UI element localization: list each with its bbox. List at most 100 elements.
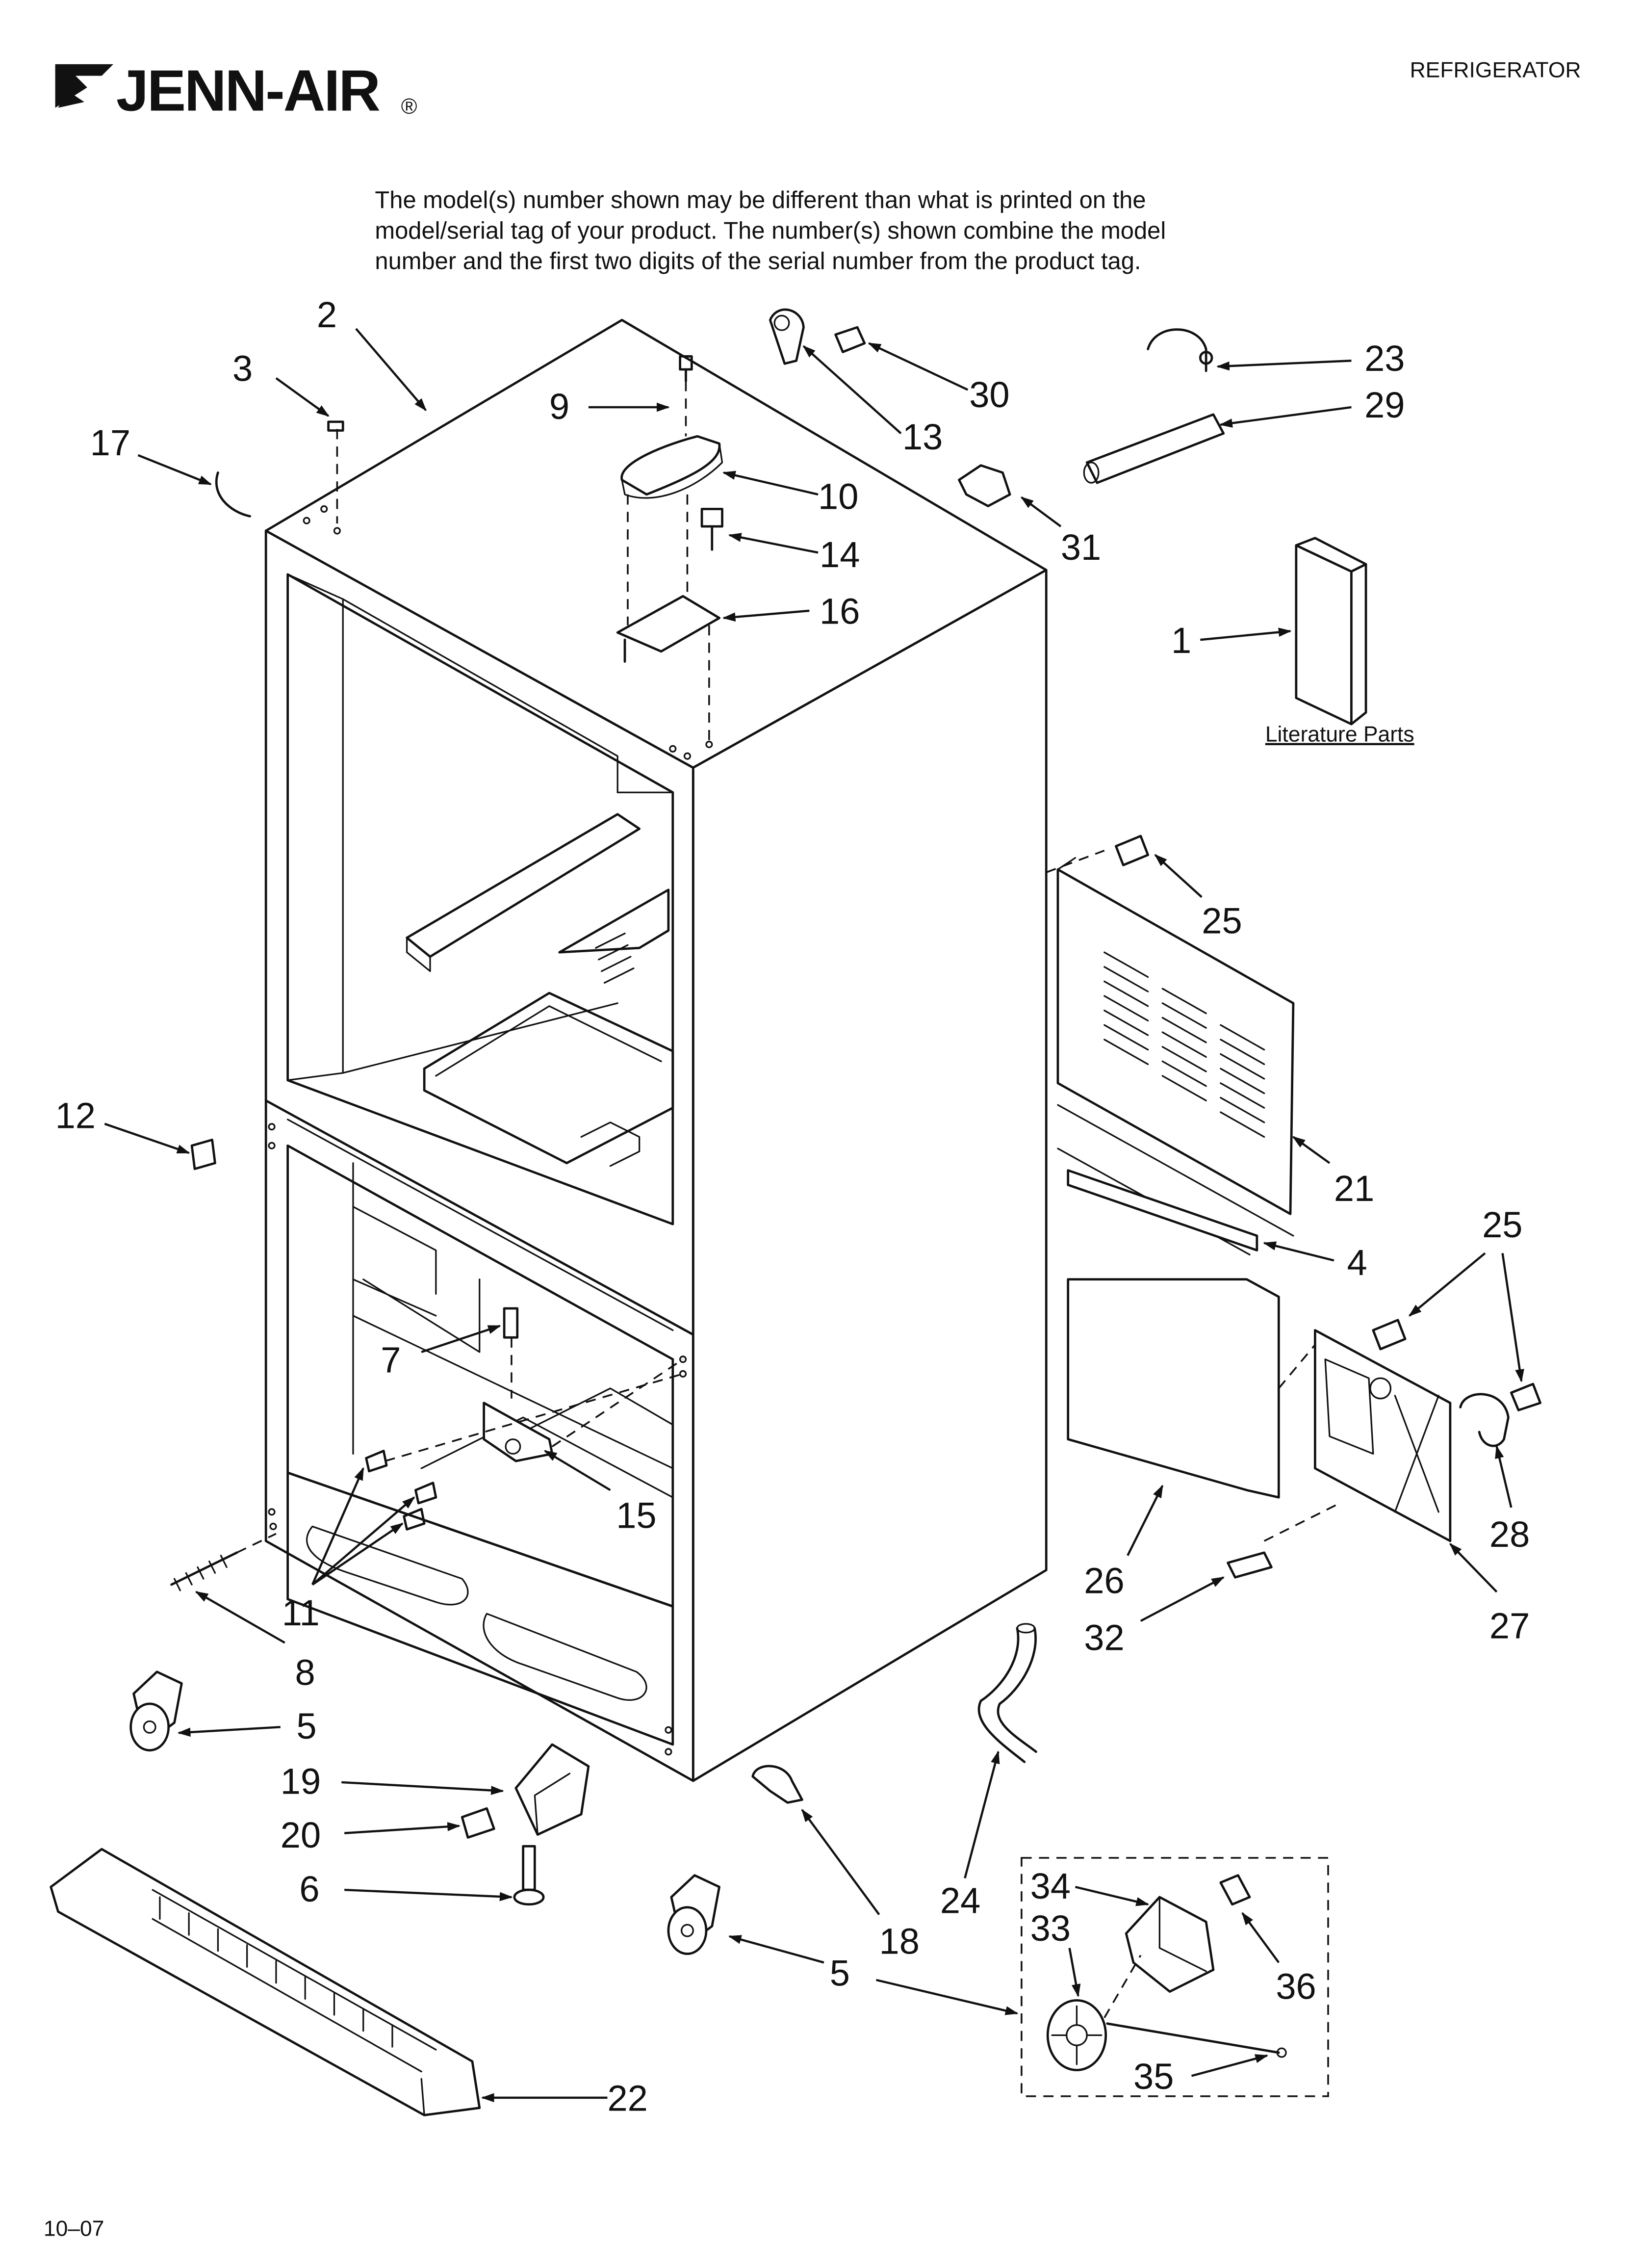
- rear-machine-parts: [1046, 834, 1541, 1579]
- hinge-screw-9: [679, 355, 693, 383]
- literature-book-1: [1295, 544, 1353, 726]
- callout-10: 10: [818, 476, 858, 517]
- cabinet-front-frame: [264, 529, 694, 1782]
- document-category: REFRIGERATOR: [1410, 58, 1581, 82]
- callout-16: 16: [820, 591, 860, 632]
- leveling-screw-8: [170, 1551, 238, 1586]
- clip-31: [958, 464, 1011, 507]
- fresh-food-opening: [286, 573, 674, 1225]
- divider-mullion: [264, 1099, 694, 1336]
- callout-4: 4: [1347, 1242, 1367, 1283]
- machine-compartment-panel-27: [1313, 1329, 1452, 1542]
- front-lower-parts: [50, 1138, 1037, 2116]
- screw-30: [834, 326, 866, 353]
- toe-grille-22: [50, 1848, 481, 2116]
- callout-8: 8: [295, 1652, 315, 1693]
- literature-parts: Literature Parts: [1265, 537, 1414, 747]
- hinge-bracket-19: [514, 1743, 590, 1836]
- callout-29: 29: [1364, 385, 1405, 425]
- grille-vents: [1103, 951, 1265, 1138]
- callout-27: 27: [1489, 1606, 1530, 1646]
- water-tube-23: [1147, 328, 1207, 372]
- freezer-hinge-15: [483, 1402, 554, 1462]
- rear-access-panel-21: [1056, 868, 1295, 1215]
- callout-18: 18: [879, 1921, 920, 1962]
- callout-13: 13: [902, 417, 943, 457]
- roller-frame-34: [1125, 1896, 1215, 1993]
- leveling-leg-6: [522, 1845, 536, 1891]
- literature-parts-label: Literature Parts: [1265, 723, 1414, 747]
- note-line-3: number and the first two digits of the s…: [375, 248, 1141, 275]
- screw-25-upper: [1115, 834, 1150, 866]
- clamp-18: [751, 1765, 803, 1804]
- rear-seal-4: [1067, 1169, 1258, 1251]
- model-number-note: The model(s) number shown may be differe…: [375, 187, 1166, 274]
- seal-strip-17: [215, 471, 251, 518]
- screw-11-c: [403, 1508, 426, 1531]
- tube-29: [1085, 413, 1225, 484]
- callout-5-left: 5: [296, 1706, 316, 1747]
- rear-upper-parts: [769, 308, 1225, 507]
- roller-detail-box: [1021, 1857, 1329, 2097]
- callout-32: 32: [1084, 1617, 1124, 1658]
- callout-9: 9: [549, 386, 569, 427]
- screw-12: [190, 1138, 216, 1170]
- footer-date-code: 10–07: [44, 2216, 104, 2241]
- callout-15: 15: [616, 1495, 656, 1536]
- callout-34: 34: [1030, 1866, 1071, 1906]
- callout-21: 21: [1334, 1168, 1374, 1209]
- screw-25-right: [1510, 1382, 1541, 1411]
- callout-25-upper: 25: [1202, 901, 1242, 941]
- screw-11-b: [414, 1482, 437, 1505]
- evaporator-cover: [558, 888, 670, 954]
- callout-35: 35: [1133, 2056, 1174, 2097]
- roller-5-bottom: [667, 1874, 720, 1955]
- callout-33: 33: [1030, 1908, 1071, 1949]
- callout-25-lower: 25: [1482, 1204, 1522, 1245]
- callout-31: 31: [1061, 527, 1101, 568]
- top-screw-3: [327, 420, 344, 432]
- crisper-well: [423, 991, 674, 1165]
- callout-24: 24: [940, 1880, 980, 1921]
- callout-numbers: 1 2 3 4 5 5 6 7 8 9 10 11 12 13 14 15 16…: [55, 294, 1530, 2118]
- roller-clip-36: [1219, 1874, 1251, 1906]
- callout-17: 17: [90, 422, 130, 463]
- top-hinge-16: [616, 595, 720, 653]
- power-cord-clamp-28: [1459, 1393, 1510, 1447]
- callout-28: 28: [1489, 1514, 1530, 1555]
- callout-23: 23: [1364, 338, 1405, 379]
- callout-12: 12: [55, 1095, 96, 1136]
- callout-36: 36: [1276, 1966, 1316, 2007]
- screw-25-middle: [1372, 1319, 1407, 1351]
- callout-6: 6: [299, 1869, 319, 1909]
- cabinet-right-side: [692, 569, 1048, 1782]
- brand-name: JENN-AIR: [116, 59, 380, 124]
- bracket-32: [1227, 1551, 1273, 1579]
- callout-11: 11: [282, 1592, 320, 1633]
- compressor-cover-26: [1067, 1278, 1280, 1499]
- stud-7: [503, 1307, 519, 1339]
- brand-logo: JENN-AIR ®: [55, 59, 417, 124]
- top-hinge-group: [215, 355, 723, 742]
- toe-grille-area: [286, 1471, 674, 1746]
- leader-lines: [104, 328, 1524, 2103]
- roller-axle-35: [1106, 2022, 1280, 2054]
- roller-5-left: [129, 1670, 183, 1752]
- brand-reg-mark: ®: [401, 95, 417, 119]
- hinge-screw-14: [700, 508, 723, 551]
- callout-19: 19: [281, 1761, 321, 1802]
- note-line-2: model/serial tag of your product. The nu…: [375, 217, 1166, 244]
- roller-wheel-33: [1046, 1999, 1107, 2071]
- callout-22: 22: [607, 2078, 647, 2119]
- callout-1: 1: [1171, 620, 1191, 661]
- cabinet-assembly: [264, 318, 1048, 1782]
- screw-20: [461, 1807, 495, 1839]
- idler-bracket-13: [769, 308, 805, 365]
- callout-7: 7: [381, 1339, 401, 1380]
- note-line-1: The model(s) number shown may be differe…: [375, 187, 1146, 213]
- drain-tube-24: [977, 1627, 1026, 1763]
- callout-3: 3: [232, 348, 253, 389]
- shelf-rail: [406, 813, 641, 958]
- callout-20: 20: [281, 1815, 321, 1855]
